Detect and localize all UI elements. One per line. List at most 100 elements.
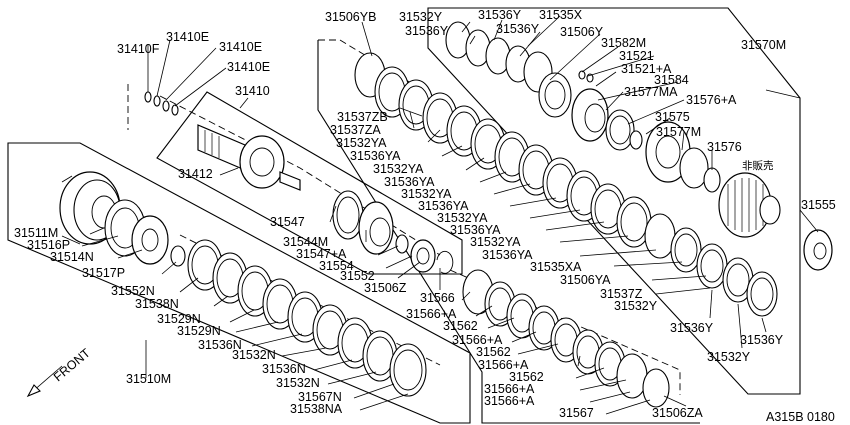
part-label: 31529N (177, 324, 221, 338)
part-label: 31532Y (614, 299, 658, 313)
not-sold-hub (718, 172, 781, 238)
part-label: 31547+A (296, 247, 347, 261)
part-label: 31521+A (621, 62, 672, 76)
part-label: 31506ZA (652, 406, 703, 420)
part-label: 31566+A (406, 307, 457, 321)
part-label: 31536Y (405, 24, 449, 38)
part-label: 31532YA (336, 136, 387, 150)
front-clutch-group-outline (7, 142, 471, 424)
part-label: 31532N (232, 348, 276, 362)
part-label: 31562 (476, 345, 511, 359)
leader-lines (81, 15, 819, 415)
input-shaft (197, 124, 301, 191)
part-label: 31511M (14, 226, 58, 240)
part-label: 31410E (166, 30, 209, 44)
part-label: 31410E (219, 40, 262, 54)
seal-ring (395, 234, 409, 254)
part-label: 31554 (319, 259, 354, 273)
bearing-label: 31555 (801, 198, 836, 212)
part-label: 31547 (270, 215, 305, 229)
rear-plates (445, 21, 572, 118)
part-label: 31410F (117, 42, 160, 56)
part-label: 31535X (539, 8, 583, 22)
front-clutch-plates (187, 239, 427, 397)
part-label: 31544M (283, 235, 328, 249)
part-label: 31552N (111, 284, 155, 298)
part-label: 31567 (559, 406, 594, 420)
rear-seal-rings (605, 109, 643, 151)
part-label: 31538N (135, 297, 179, 311)
part-label: 31529N (157, 312, 201, 326)
spring-retainer (410, 239, 436, 273)
clutch-piston-ring (332, 190, 364, 240)
part-label: 31536Y (496, 22, 540, 36)
snap-ring (436, 250, 454, 274)
part-label: 31538NA (290, 402, 343, 416)
part-label: 31567N (298, 390, 342, 404)
part-label: 31412 (178, 167, 213, 181)
front-clutch-assy-label: 31510M (126, 372, 171, 386)
part-label: 31514N (50, 250, 94, 264)
rear-drum (645, 121, 721, 193)
seal-rings-small (144, 91, 179, 116)
part-label: 31582M (601, 36, 646, 50)
part-label: 31566+A (452, 333, 503, 347)
part-label: 31536Y (670, 321, 714, 335)
part-label: 31532YA (373, 162, 424, 176)
part-label: 31577M (656, 125, 701, 139)
part-label: 31577MA (624, 85, 678, 99)
front-clutch-hub (131, 215, 169, 265)
part-label: 31536N (262, 362, 306, 376)
front-label: FRONT (51, 346, 93, 385)
part-label: 31537ZB (337, 110, 388, 124)
front-arrow-icon (26, 365, 63, 398)
not-sold-label: 非販売 (742, 159, 774, 172)
diagram-code: A315B 0180 (766, 410, 835, 424)
part-label: 31552 (340, 269, 375, 283)
part-label: 31506YB (325, 10, 376, 24)
part-label: 31536N (198, 338, 242, 352)
part-label: 31575 (655, 110, 690, 124)
part-label: 31537ZA (330, 123, 381, 137)
part-label: 31410E (227, 60, 270, 74)
part-label: 31576+A (686, 93, 737, 107)
lower-center-plates (462, 269, 670, 408)
center-clutch-plates (354, 52, 778, 317)
rear-piston (571, 70, 609, 142)
part-label: 31506Z (364, 281, 407, 295)
bearing (803, 229, 833, 271)
rear-group-outline (427, 7, 801, 395)
part-label: 31566+A (478, 358, 529, 372)
part-label: 31532YA (401, 187, 452, 201)
part-label: 31521 (619, 49, 654, 63)
input-shaft-group-label: 31410 (235, 84, 270, 98)
input-shaft-group-outline (156, 91, 463, 275)
center-plate-group-outline (317, 40, 700, 424)
clutch-retainer (358, 201, 394, 255)
part-label: 31536YA (418, 199, 469, 213)
part-label: 31506Y (560, 25, 604, 39)
part-label: 31536YA (384, 175, 435, 189)
rear-group-label: 31570M (741, 38, 786, 52)
part-label: 31536YA (450, 223, 501, 237)
part-label: 31566+A (484, 394, 535, 408)
part-label: 31516P (27, 238, 70, 252)
part-label: 31566+A (484, 382, 535, 396)
part-label: 31536YA (482, 248, 533, 262)
front-clutch-small-ring (170, 245, 186, 267)
center-dash-line (318, 39, 777, 305)
part-label: 31506YA (560, 273, 611, 287)
part-label: 31532Y (399, 10, 443, 24)
part-labels: 31506YB 31532Y 31536Y 31535X 31536Y 3153… (14, 8, 784, 420)
part-label: 31562 (443, 319, 478, 333)
part-label: 31532YA (470, 235, 521, 249)
part-label: 31576 (707, 140, 742, 154)
part-label: 31536Y (740, 333, 784, 347)
part-label: 31532YA (437, 211, 488, 225)
part-label: 31566 (420, 291, 455, 305)
part-label: 31536YA (350, 149, 401, 163)
part-label: 31532N (276, 376, 320, 390)
part-label: 31535XA (530, 260, 582, 274)
part-label: 31562 (509, 370, 544, 384)
